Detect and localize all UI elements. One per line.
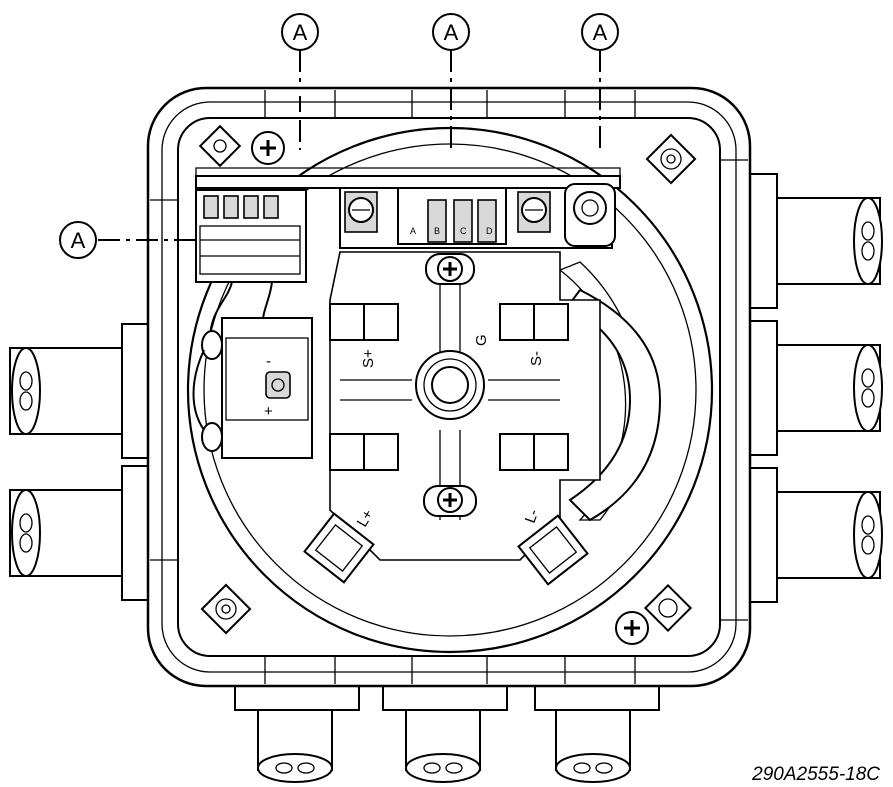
cable-left-upper [9,323,155,459]
callout-leaders [98,50,601,241]
figure-number: 290A2555-18C [751,764,880,785]
terminal-screw-right [517,191,551,233]
abcd-terminal-strip: A B C D [397,187,507,245]
corner-screw-top-left [198,124,285,168]
strip-label-d: D [486,226,493,236]
corner-screw-top-right [645,133,697,185]
clamp-l-plus [329,433,399,471]
callout-2: A [432,13,470,51]
clamp-l-minus [499,433,569,471]
clamp-s-minus [499,303,569,341]
terminal-screw-far-right [564,183,616,247]
corner-screw-bottom-left [200,583,252,635]
cable-bottom-3 [534,683,660,783]
terminal-label-s-plus: S+ [360,349,377,368]
board-screw-top [425,253,475,285]
terminal-label-l-plus: L+ [354,506,377,530]
callout-label-3: A [593,20,608,45]
module-minus-label: - [266,353,271,370]
cables-right [744,173,883,603]
strip-label-a: A [410,226,416,236]
strip-label-c: C [460,226,467,236]
clamp-s-plus [329,303,399,341]
top-terminal-rail: A B C D [195,167,621,249]
clamp-bottom-right [517,514,589,586]
terminal-label-g: G [473,334,490,346]
center-stud [415,350,485,420]
strip-label-b: B [434,226,440,236]
callout-3: A [581,13,619,51]
cable-left-lower [9,465,155,601]
callout-label-1: A [293,20,308,45]
terminal-board: S+ G S- L+ L- [303,251,601,586]
corner-screws [198,124,697,645]
module-plus-label: + [264,403,273,420]
callout-4: A [59,221,97,259]
cable-right-2 [744,320,883,456]
clamp-bottom-left [303,512,375,584]
callout-1: A [281,13,319,51]
corner-screw-bottom-right [615,583,693,645]
cable-bottom-2 [382,683,508,783]
cables-bottom [234,683,660,783]
board-screw-bottom [423,485,477,517]
left-module: - + [192,189,313,459]
terminal-screw-left [344,191,378,233]
terminal-label-l-minus: L- [522,507,543,525]
enclosure-ribs [150,90,748,684]
callout-label-4: A [71,228,86,253]
cable-right-1 [744,173,883,309]
terminal-label-s-minus: S- [528,351,545,366]
cable-right-3 [744,467,883,603]
cable-bottom-1 [234,683,360,783]
cables-left [9,323,155,601]
callout-label-2: A [444,20,459,45]
enclosure-wall-line [161,101,737,673]
